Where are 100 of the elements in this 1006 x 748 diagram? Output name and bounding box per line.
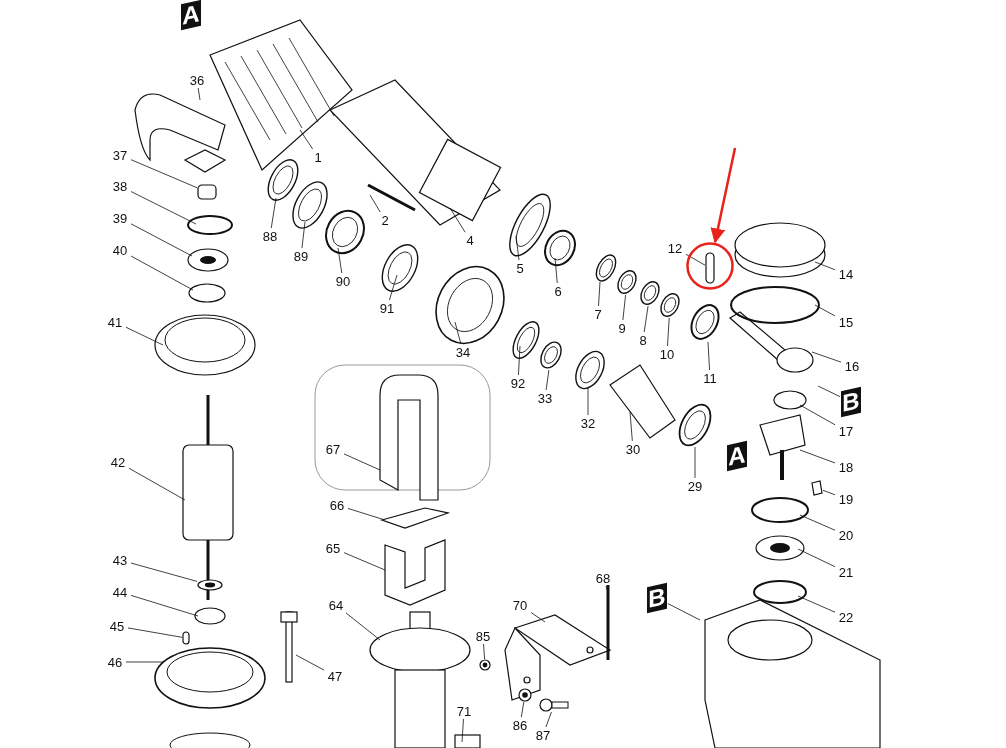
leader-line [301,221,306,249]
ring-part [540,340,562,370]
leader-line [270,197,277,229]
callout-number: 45 [108,618,126,634]
callout-number: 85 [474,628,492,644]
pin-part [705,252,715,284]
callout-number: 43 [111,552,129,568]
leader-line [545,369,550,391]
callout-number: 32 [579,415,597,431]
callout-number: 38 [111,178,129,194]
leader-line [345,612,381,641]
leader-line [817,385,841,398]
callout-number: 68 [594,570,612,586]
callout-number: 8 [638,332,648,348]
view-marker: B [647,582,667,614]
leader-line [799,404,836,426]
leader-line [667,317,670,347]
leader-line [629,411,633,442]
washer-part [518,688,532,702]
callout-number: 7 [593,306,603,322]
view-marker: A [727,440,747,472]
leader-line [454,321,462,345]
callout-number: 41 [106,314,124,330]
callout-number: 9 [617,320,627,336]
leader-line [622,294,626,321]
callout-number: 86 [511,717,529,733]
washer-part [479,659,491,671]
callout-number: 17 [837,423,855,439]
leader-line [127,627,183,638]
callout-number: 30 [624,441,642,457]
leader-line [130,159,198,189]
leader-line [822,489,836,496]
leader-line [130,223,193,257]
callout-number: 91 [378,300,396,316]
callout-number: 14 [837,266,855,282]
screw-part [539,698,569,712]
callout-number: 70 [511,597,529,613]
leader-line [347,508,386,521]
highlight-circle [686,242,734,290]
pin-part [182,631,190,645]
ring-part [617,269,637,295]
callout-number: 37 [111,147,129,163]
callout-number: 36 [188,72,206,88]
callout-number: 89 [292,248,310,264]
leader-line [125,661,164,663]
leader-line [605,585,609,593]
leader-line [343,453,381,471]
leader-line [197,87,201,101]
leader-line [520,701,525,718]
view-marker: A [181,0,201,31]
leader-line [483,643,485,660]
leader-line [587,387,589,416]
leader-line [128,467,186,501]
callout-number: 5 [515,260,525,276]
callout-number: 4 [465,232,475,248]
callout-number: 15 [837,314,855,330]
leader-line [811,351,842,363]
leader-line [643,305,649,333]
ring-part [660,292,680,318]
callout-number: 2 [380,212,390,228]
callout-number: 19 [837,491,855,507]
leader-line [125,326,164,346]
callout-number: 44 [111,584,129,600]
leader-line [799,514,836,531]
callout-number: 67 [324,441,342,457]
leader-line [530,612,546,623]
callout-number: 11 [702,370,718,386]
callout-number: 66 [328,497,346,513]
callout-number: 29 [686,478,704,494]
callout-number: 18 [837,459,855,475]
callout-number: 21 [837,564,855,580]
callout-number: 12 [666,240,684,256]
leader-line [130,562,198,582]
callout-number: 22 [837,609,855,625]
nut-part [197,184,217,200]
leader-line [295,654,325,671]
ring-part [640,280,660,306]
leader-line [389,274,398,301]
leader-line [707,341,710,371]
callout-number: 42 [109,454,127,470]
leader-line [797,595,836,613]
callout-number: 47 [326,668,344,684]
callout-number: 92 [509,375,527,391]
leader-line [694,446,696,479]
callout-number: 71 [455,703,473,719]
leader-line [337,247,343,274]
view-marker: B [841,386,861,418]
leader-line [667,603,701,621]
callout-number: 33 [536,390,554,406]
key-part [811,481,823,495]
leader-line [799,449,836,464]
leader-line [797,548,836,568]
pointer-arrow [710,147,737,244]
callout-number: 46 [106,654,124,670]
callout-number: 40 [111,242,129,258]
callout-number: 10 [658,346,676,362]
callout-number: 6 [553,283,563,299]
callout-number: 90 [334,273,352,289]
leader-line [130,595,199,617]
callout-number: 39 [111,210,129,226]
